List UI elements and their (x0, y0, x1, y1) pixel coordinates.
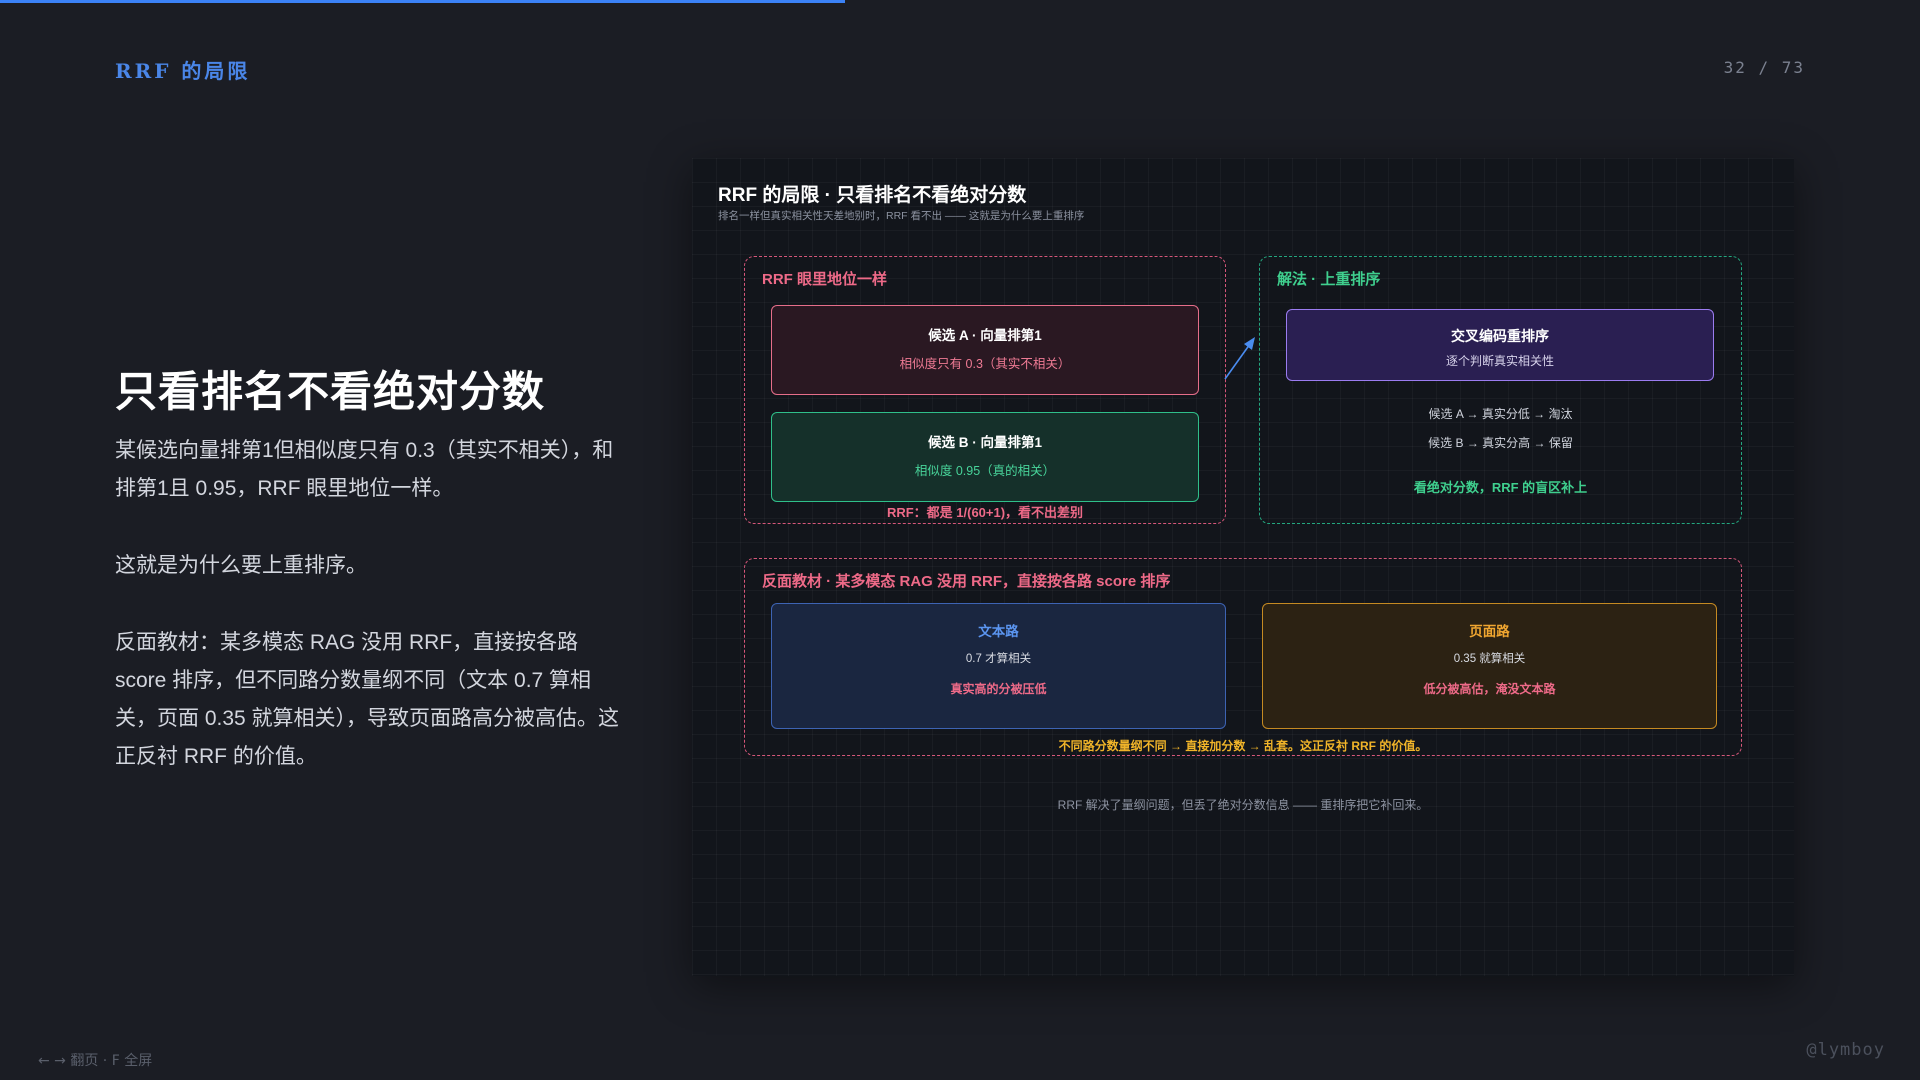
body-paragraph-1: 某候选向量排第1但相似度只有 0.3（其实不相关），和排第1且 0.95，RRF… (115, 439, 614, 500)
candidate-a-detail: 相似度只有 0.3（其实不相关） (899, 357, 1071, 371)
diagram-subtitle: 排名一样但真实相关性天差地别时，RRF 看不出 —— 这就是为什么要上重排序 (718, 210, 1085, 222)
result-line: 候选 A → 真实分低 → 淘汰 (1428, 407, 1573, 421)
diagram-caption: RRF 解决了量纲问题，但丢了绝对分数信息 —— 重排序把它补回来。 (1057, 798, 1429, 812)
cross-encoder-detail: 逐个判断真实相关性 (1445, 354, 1554, 368)
counter-example-group: 反面教材 · 某多模态 RAG 没用 RRF，直接按各路 score 排序 文本… (744, 558, 1742, 756)
page-indicator: 32 / 73 (1723, 58, 1805, 77)
page-route-warning: 低分被高估，淹没文本路 (1423, 682, 1556, 696)
rrf-score-note: RRF：都是 1/(60+1)，看不出差别 (886, 505, 1084, 520)
arrow-up-right-icon (1224, 337, 1255, 380)
candidate-b-detail: 相似度 0.95（真的相关） (914, 464, 1056, 478)
rerank-conclusion: 看绝对分数，RRF 的盲区补上 (1413, 480, 1588, 495)
rerank-solution-group: 解法 · 上重排序 交叉编码重排序 逐个判断真实相关性 候选 A → 真实分低 … (1259, 256, 1742, 524)
page-route-title: 页面路 (1469, 624, 1510, 639)
candidate-b-title: 候选 B · 向量排第1 (927, 435, 1042, 450)
cross-encoder-node: 交叉编码重排序 逐个判断真实相关性 (1286, 309, 1714, 381)
page-route-detail: 0.35 就算相关 (1453, 653, 1526, 665)
diagram-title: RRF 的局限 · 只看排名不看绝对分数 (718, 185, 1027, 206)
text-route-title: 文本路 (978, 624, 1019, 639)
result-line: 候选 B → 真实分高 → 保留 (1428, 436, 1573, 450)
group-title: 解法 · 上重排序 (1277, 271, 1381, 288)
progress-bar (0, 0, 845, 3)
candidate-a-node: 候选 A · 向量排第1 相似度只有 0.3（其实不相关） (771, 305, 1199, 395)
counter-example-note: 不同路分数量纲不同 → 直接加分数 → 乱套。这正反衬 RRF 的价值。 (1058, 739, 1428, 753)
body-paragraph-2: 这就是为什么要上重排序。 (115, 554, 367, 577)
slide-title: 只看排名不看绝对分数 (115, 368, 546, 415)
section-label: RRF 的局限 (115, 59, 251, 83)
diagram-panel: RRF 的局限 · 只看排名不看绝对分数 排名一样但真实相关性天差地别时，RRF… (692, 158, 1794, 976)
text-route-detail: 0.7 才算相关 (965, 653, 1032, 665)
candidate-a-title: 候选 A · 向量排第1 (928, 328, 1042, 343)
text-route-warning: 真实高的分被压低 (950, 682, 1047, 696)
cross-encoder-title: 交叉编码重排序 (1451, 328, 1549, 344)
body-paragraph-3: 反面教材：某多模态 RAG 没用 RRF，直接按各路 score 排序，但不同路… (115, 631, 620, 768)
text-route-node: 文本路 0.7 才算相关 真实高的分被压低 (771, 603, 1226, 729)
group-title: RRF 眼里地位一样 (762, 271, 887, 288)
navigation-hint: ← → 翻页 · F 全屏 (38, 1053, 153, 1069)
page-route-node: 页面路 0.35 就算相关 低分被高估，淹没文本路 (1262, 603, 1717, 729)
candidate-b-node: 候选 B · 向量排第1 相似度 0.95（真的相关） (771, 412, 1199, 502)
author-handle: @lymboy (1806, 1040, 1885, 1060)
rrf-equal-group: RRF 眼里地位一样 候选 A · 向量排第1 相似度只有 0.3（其实不相关）… (744, 256, 1226, 524)
group-title: 反面教材 · 某多模态 RAG 没用 RRF，直接按各路 score 排序 (762, 573, 1171, 590)
